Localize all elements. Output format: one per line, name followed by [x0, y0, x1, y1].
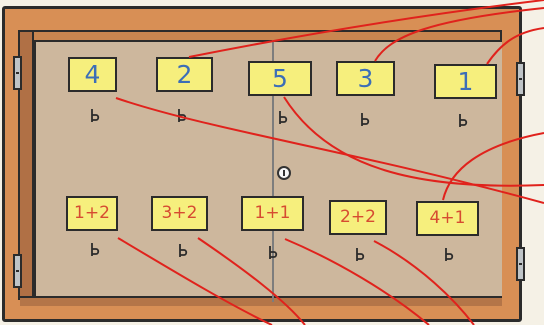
hook-icon — [86, 241, 102, 259]
hook-icon — [440, 246, 456, 264]
hook-icon — [86, 107, 102, 125]
card-label: 2 — [176, 60, 193, 89]
hook-icon — [173, 107, 189, 125]
bottom-card-2-plus-2[interactable]: 2+2 — [329, 200, 387, 235]
hinge-icon — [13, 254, 22, 288]
hook-icon — [174, 242, 190, 260]
cabinet-left-panel — [20, 32, 34, 304]
bottom-card-3-plus-2[interactable]: 3+2 — [151, 196, 208, 231]
hook-icon — [351, 246, 367, 264]
hook-icon — [264, 244, 280, 262]
hook-icon — [274, 109, 290, 127]
card-label: 1+2 — [74, 203, 110, 223]
bottom-card-1-plus-1[interactable]: 1+1 — [241, 196, 304, 231]
cabinet-bottom-shelf — [20, 296, 502, 306]
card-label: 4+1 — [429, 208, 466, 228]
hinge-icon — [516, 62, 525, 96]
card-label: 1 — [457, 67, 474, 96]
lock-icon — [277, 166, 291, 180]
card-label: 4 — [84, 60, 101, 89]
bottom-card-1-plus-2[interactable]: 1+2 — [66, 196, 118, 231]
hinge-icon — [13, 56, 22, 90]
hook-icon — [356, 111, 372, 129]
card-label: 2+2 — [340, 207, 376, 227]
card-label: 1+1 — [254, 203, 291, 223]
card-label: 5 — [272, 64, 288, 93]
hook-icon — [454, 112, 470, 130]
hinge-icon — [516, 247, 525, 281]
top-card-1[interactable]: 1 — [434, 64, 497, 99]
top-card-4[interactable]: 4 — [68, 57, 117, 92]
top-card-2[interactable]: 2 — [156, 57, 213, 92]
top-card-5[interactable]: 5 — [248, 61, 312, 96]
card-label: 3+2 — [161, 203, 198, 223]
card-label: 3 — [357, 64, 374, 93]
top-card-3[interactable]: 3 — [336, 61, 395, 96]
bottom-card-4-plus-1[interactable]: 4+1 — [416, 201, 479, 236]
